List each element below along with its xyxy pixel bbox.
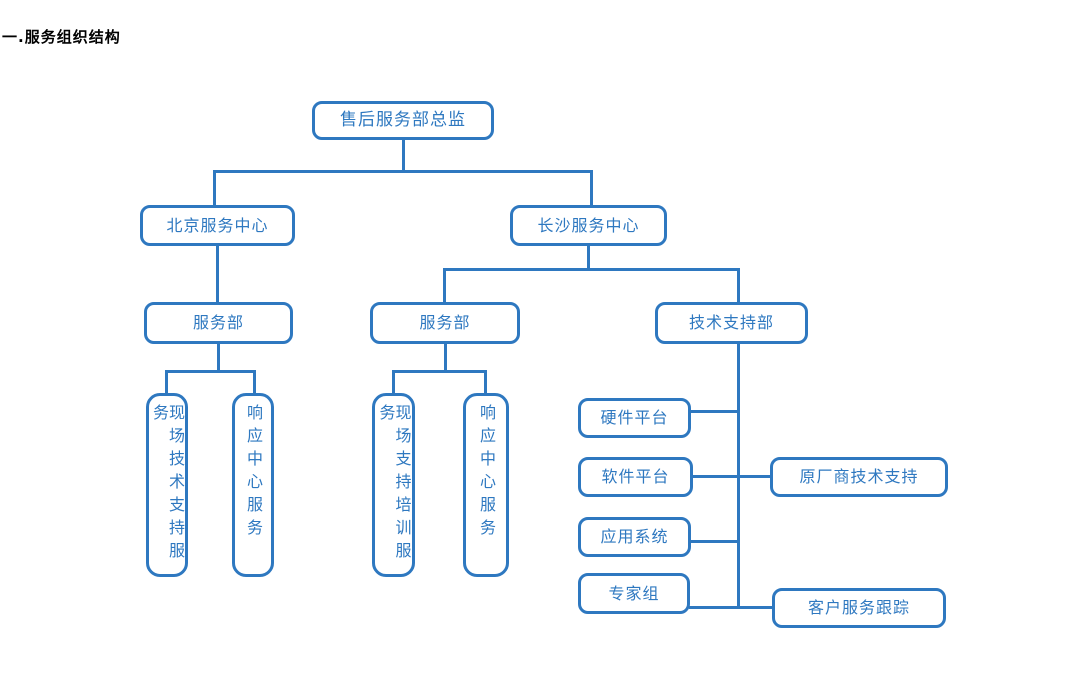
node-expert-group: 专家组 (578, 573, 690, 614)
connector-line (690, 540, 738, 543)
node-hardware-platform: 硬件平台 (578, 398, 691, 438)
connector-line (590, 170, 593, 206)
connector-line (402, 139, 405, 171)
connector-line (484, 370, 487, 394)
connector-line (216, 245, 219, 303)
connector-line (587, 245, 590, 269)
connector-line (392, 370, 487, 373)
connector-line (689, 606, 772, 609)
node-changsha-service-dept: 服务部 (370, 302, 520, 344)
connector-line (443, 268, 446, 303)
node-beijing-center: 北京服务中心 (140, 205, 295, 246)
node-changsha-center: 长沙服务中心 (510, 205, 667, 246)
node-onsite-tech-support-service: 现场技术支持服务 (146, 393, 188, 577)
connector-line (392, 370, 395, 394)
connector-line (443, 268, 740, 271)
connector-line (165, 370, 256, 373)
connector-line (690, 410, 738, 413)
page-title: 一.服务组织结构 (2, 28, 121, 46)
node-response-center-service-changsha: 响应中心服务 (463, 393, 509, 577)
connector-line (213, 170, 216, 206)
connector-line (737, 268, 740, 303)
connector-line (213, 170, 593, 173)
node-customer-service-tracking: 客户服务跟踪 (772, 588, 946, 628)
connector-line (217, 344, 220, 371)
node-oem-tech-support: 原厂商技术支持 (770, 457, 948, 497)
node-response-center-service-beijing: 响应中心服务 (232, 393, 274, 577)
connector-line (444, 344, 447, 371)
connector-line (692, 475, 770, 478)
node-tech-support-dept: 技术支持部 (655, 302, 808, 344)
node-onsite-support-training-service: 现场支持培训服务 (372, 393, 415, 577)
connector-line (165, 370, 168, 394)
node-beijing-service-dept: 服务部 (144, 302, 293, 344)
node-director: 售后服务部总监 (312, 101, 494, 140)
connector-line (253, 370, 256, 394)
node-application-system: 应用系统 (578, 517, 691, 557)
node-software-platform: 软件平台 (578, 457, 693, 497)
